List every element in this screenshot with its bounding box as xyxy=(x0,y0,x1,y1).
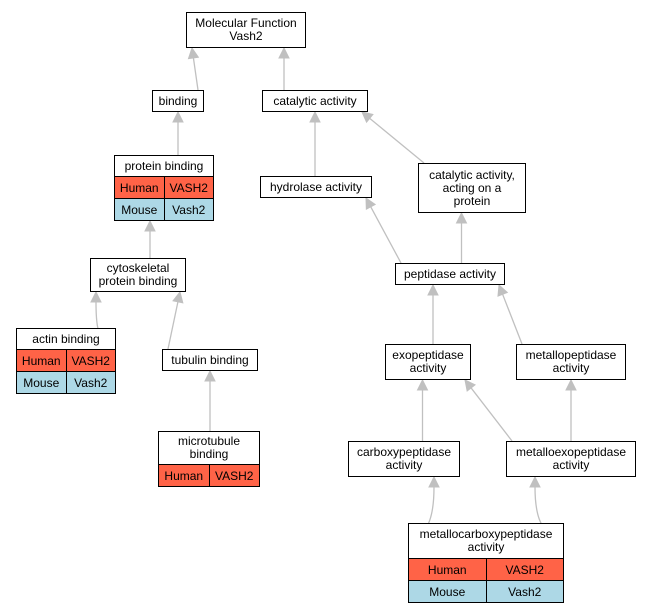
edge-peptidase-to-hydrolase xyxy=(370,206,402,264)
node-label: microtubule binding xyxy=(177,434,241,461)
edge-metallopeptidase-to-peptidase xyxy=(502,294,523,345)
node-label: exopeptidase activity xyxy=(392,348,464,375)
node-carboxypeptidase: carboxypeptidase activity xyxy=(348,441,460,477)
arrowhead xyxy=(309,110,321,123)
node-label: peptidase activity xyxy=(403,266,497,281)
node-catalytic: catalytic activity xyxy=(262,90,368,112)
arrowhead xyxy=(172,110,184,123)
gene-cell: VASH2 xyxy=(208,464,259,486)
node-label: carboxypeptidase activity xyxy=(356,445,452,472)
node-label: protein binding xyxy=(124,158,204,173)
edge-catalytic_protein-to-catalytic xyxy=(369,117,425,164)
node-catalytic-protein: catalytic activity, acting on a protein xyxy=(418,163,526,213)
arrowhead xyxy=(464,379,477,392)
arrowhead xyxy=(455,211,468,224)
node-label: hydrolase activity xyxy=(269,179,363,194)
node-label: cytoskeletal protein binding xyxy=(98,261,178,288)
arrowhead xyxy=(361,111,374,124)
arrowhead xyxy=(416,378,429,391)
node-label: tubulin binding xyxy=(171,352,249,367)
node-label: metalloexopeptidase activity xyxy=(515,445,627,472)
arrowhead xyxy=(427,283,439,296)
gene-cell: Vash2 xyxy=(65,371,115,393)
arrowhead xyxy=(428,475,440,488)
node-label: catalytic activity xyxy=(273,93,357,108)
arrowhead xyxy=(90,290,102,303)
node-label: binding xyxy=(158,93,198,108)
arrowhead xyxy=(204,369,216,382)
arrowhead xyxy=(144,219,156,232)
node-label: metallopeptidase activity xyxy=(525,348,617,375)
species-cell: Human xyxy=(115,176,164,198)
node-label: catalytic activity, acting on a protein xyxy=(429,167,515,208)
species-cell: Mouse xyxy=(409,580,486,602)
gene-cell: Vash2 xyxy=(163,198,213,220)
node-hydrolase: hydrolase activity xyxy=(260,176,372,198)
gene-cell: VASH2 xyxy=(65,349,115,371)
edge-binding-to-root xyxy=(192,57,199,91)
arrowhead xyxy=(529,475,541,488)
gene-cell: VASH2 xyxy=(163,176,213,198)
arrowhead xyxy=(278,46,290,59)
node-peptidase: peptidase activity xyxy=(395,263,505,285)
species-cell: Mouse xyxy=(115,198,164,220)
node-label: actin binding xyxy=(32,331,100,346)
arrowhead xyxy=(172,290,184,304)
node-exopeptidase: exopeptidase activity xyxy=(385,344,471,380)
node-root: Molecular Function Vash2 xyxy=(186,12,306,48)
species-cell: Human xyxy=(159,464,209,486)
node-cytoskeletal: cytoskeletal protein binding xyxy=(90,258,186,292)
arrowhead xyxy=(565,378,577,391)
node-metalloexopeptidase: metalloexopeptidase activity xyxy=(506,441,636,477)
species-cell: Mouse xyxy=(17,371,66,393)
node-label: metallocarboxypeptidase activity xyxy=(419,527,553,554)
species-cell: Human xyxy=(409,558,486,580)
node-binding: binding xyxy=(152,90,204,112)
edge-metalloexopeptidase-to-exopeptidase xyxy=(470,387,513,442)
arrowhead xyxy=(497,283,509,297)
arrowhead xyxy=(365,197,377,210)
species-cell: Human xyxy=(17,349,66,371)
edge-tubulin-to-cytoskeletal xyxy=(167,301,179,350)
arrowhead xyxy=(187,46,200,60)
gene-cell: VASH2 xyxy=(485,558,563,580)
node-metallopeptidase: metallopeptidase activity xyxy=(516,344,626,380)
node-label: Molecular Function Vash2 xyxy=(195,16,297,43)
gene-cell: Vash2 xyxy=(485,580,563,602)
node-tubulin: tubulin binding xyxy=(162,349,258,371)
